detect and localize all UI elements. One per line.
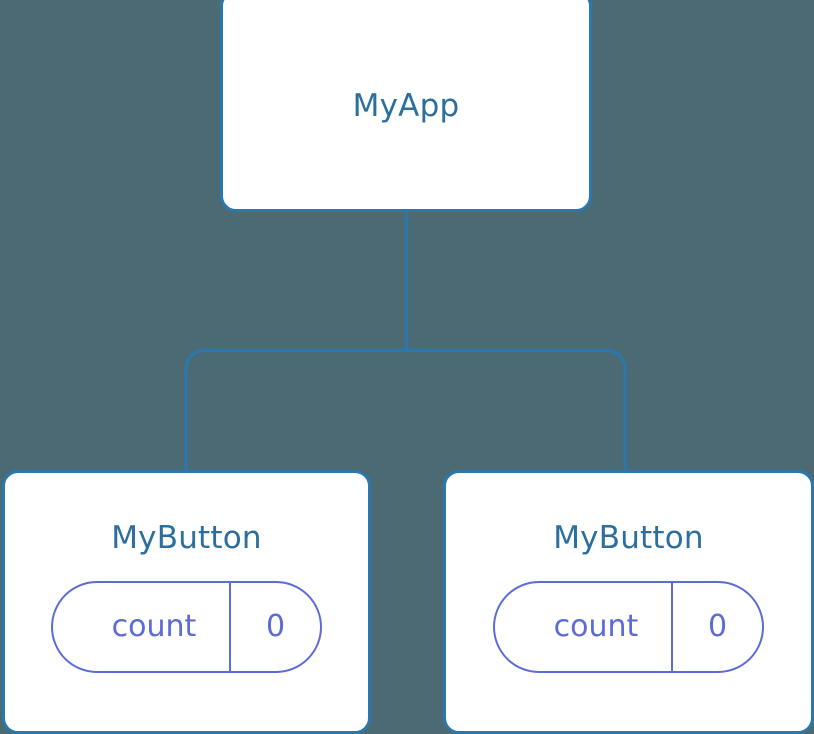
tree-node-child-0[interactable]: MyButton count 0 [2,470,371,734]
node-label: MyButton [553,520,704,556]
state-value: 0 [229,583,320,671]
state-pill[interactable]: count 0 [493,581,764,673]
edge-to-child-0 [184,348,407,472]
node-label: MyApp [352,87,460,124]
node-label: MyButton [111,520,262,556]
state-pill[interactable]: count 0 [51,581,322,673]
state-value: 0 [671,583,762,671]
state-key: count [111,609,197,644]
state-key: count [553,609,639,644]
tree-node-root[interactable]: MyApp [220,0,592,212]
tree-node-child-1[interactable]: MyButton count 0 [443,470,814,734]
edge-to-child-1 [406,348,627,472]
